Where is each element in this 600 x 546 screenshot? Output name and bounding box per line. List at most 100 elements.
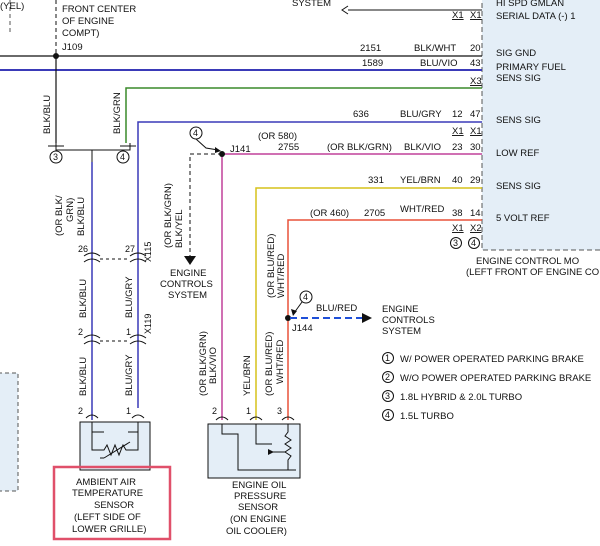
- blu-red-label: BLU/RED: [316, 303, 357, 314]
- low-ref-label: LOW REF: [496, 148, 539, 159]
- or-blk-grn-blk-vio-1: (OR BLK/GRN): [198, 331, 209, 396]
- front-center-1: FRONT CENTER: [62, 4, 136, 15]
- blk-blu-top-label: BLK/BLU: [42, 95, 53, 134]
- x1-tag-top-a: X1: [452, 10, 464, 21]
- legend-text-3: 1.8L HYBRID & 2.0L TURBO: [400, 392, 522, 403]
- pin-14: 14: [470, 208, 481, 219]
- sens-sig-636-label: SENS SIG: [496, 115, 541, 126]
- aat-name-3: SENSOR: [94, 500, 134, 511]
- legend-num-1: 1: [385, 353, 390, 363]
- pin-1c: 1: [246, 406, 251, 416]
- circ-4-j141: 4: [193, 128, 198, 138]
- pin-43: 43: [470, 58, 481, 69]
- front-center-2: OF ENGINE: [62, 16, 114, 27]
- hi-spd-label: HI SPD GMLAN: [496, 0, 564, 9]
- pin-2c: 2: [212, 406, 217, 416]
- pin-26: 26: [78, 244, 88, 254]
- pin-40: 40: [452, 175, 463, 186]
- color-blk-wht: BLK/WHT: [414, 43, 456, 54]
- or-blu-red-wht-red-a-2: WHT/RED: [276, 254, 287, 298]
- ecs-right-2: CONTROLS: [382, 315, 435, 326]
- sig-gnd-label: SIG GND: [496, 48, 536, 59]
- pin-38: 38: [452, 208, 463, 219]
- circuit-331: 331: [368, 175, 384, 186]
- x1-tag-636-a: X1: [452, 126, 464, 137]
- x119-tag: X119: [143, 314, 153, 334]
- pin-23: 23: [452, 142, 463, 153]
- sens-sig-331-label: SENS SIG: [496, 181, 541, 192]
- j141-label: J141: [230, 144, 251, 155]
- alt-460: (OR 460): [310, 208, 349, 219]
- color-blk-vio: BLK/VIO: [404, 142, 441, 153]
- sens-sig-2-label: SENS SIG: [496, 73, 541, 84]
- left-partial-box: [0, 372, 19, 492]
- ecs-right-3: SYSTEM: [382, 326, 421, 337]
- yel-brn-vertical-label: YEL/BRN: [242, 355, 253, 396]
- 5-volt-ref-label: 5 VOLT REF: [496, 213, 550, 224]
- ambient-air-highlight: [52, 465, 172, 541]
- x2-tag-bottom: X2: [470, 223, 482, 234]
- or-blk-grn-blk-blu-1: (OR BLK/: [54, 195, 65, 236]
- pin-27: 27: [125, 244, 135, 254]
- or-blk-grn-blk-blu-3: BLK/BLU: [76, 197, 87, 236]
- blu-gry-low-label: BLU/GRY: [124, 354, 135, 396]
- or-blk-grn-blk-yel-1: (OR BLK/GRN): [163, 183, 174, 248]
- legend-num-3: 3: [385, 391, 390, 401]
- circ-4-j144: 4: [303, 292, 308, 302]
- pin-1a: 1: [126, 327, 131, 337]
- ecs-left-3: SYSTEM: [168, 290, 207, 301]
- oil-pressure-sensor-box: [207, 423, 301, 479]
- aat-name-4: (LEFT SIDE OF: [74, 512, 141, 523]
- x115-tag: X115: [143, 242, 153, 262]
- ecm-circ-4: 4: [471, 238, 476, 248]
- pin-12: 12: [452, 109, 463, 120]
- blk-blu-mid-label: BLK/BLU: [78, 279, 89, 318]
- legend-num-2: 2: [385, 372, 390, 382]
- circuit-2151: 2151: [360, 43, 381, 54]
- legend-text-4: 1.5L TURBO: [400, 411, 454, 422]
- circuit-1589: 1589: [362, 58, 383, 69]
- x3-tag: X3: [470, 76, 482, 87]
- legend-text-2: W/O POWER OPERATED PARKING BRAKE: [400, 373, 591, 384]
- eop-name-3: SENSOR: [238, 502, 278, 513]
- pin-47: 47: [470, 109, 481, 120]
- color-blu-vio: BLU/VIO: [420, 58, 458, 69]
- j109-label: J109: [62, 42, 83, 53]
- blk-grn-top-label: BLK/GRN: [112, 92, 123, 134]
- eop-name-4: (ON ENGINE: [230, 514, 286, 525]
- aat-name-2: TEMPERATURE: [72, 488, 143, 499]
- or-blk-grn-blk-blu-2: GRN): [65, 198, 76, 222]
- front-center-3: COMPT): [62, 28, 99, 39]
- aat-name-5: LOWER GRILLE): [72, 524, 146, 535]
- legend: 1 W/ POWER OPERATED PARKING BRAKE 2 W/O …: [382, 352, 591, 422]
- or-blu-red-wht-red-b-1: (OR BLU/RED): [264, 332, 275, 396]
- circ-4-left: 4: [120, 152, 125, 162]
- ecm-location: (LEFT FRONT OF ENGINE CO: [466, 267, 599, 278]
- color-wht-red: WHT/RED: [400, 204, 444, 215]
- or-blu-red-wht-red-b-2: WHT/RED: [275, 340, 286, 384]
- circuit-2705: 2705: [364, 208, 385, 219]
- ecm-circ-3: 3: [453, 238, 458, 248]
- color-yel-brn: YEL/BRN: [400, 175, 441, 186]
- pin-29: 29: [470, 175, 481, 186]
- alt-blk-grn: (OR BLK/GRN): [327, 142, 392, 153]
- pin-3c: 3: [277, 406, 282, 416]
- j144-label: J144: [292, 323, 313, 334]
- or-blk-grn-blk-vio-2: BLK/VIO: [208, 347, 219, 384]
- ecm-body: [481, 0, 600, 251]
- circuit-2755: 2755: [278, 142, 299, 153]
- pin-2a: 2: [78, 327, 83, 337]
- primary-fuel-label: PRIMARY FUEL: [496, 62, 566, 73]
- or-blu-red-wht-red-a-1: (OR BLU/RED): [266, 234, 277, 298]
- eop-name-1: ENGINE OIL: [232, 480, 286, 491]
- system-top-label: SYSTEM: [292, 0, 331, 9]
- pin-1b: 1: [126, 406, 131, 416]
- circ-3-left: 3: [53, 152, 58, 162]
- ecs-right-1: ENGINE: [382, 304, 418, 315]
- aat-name-1: AMBIENT AIR: [76, 477, 136, 488]
- x1-tag-top-b: X1: [470, 10, 482, 21]
- pin-30: 30: [470, 142, 481, 153]
- circuit-636: 636: [353, 109, 369, 120]
- legend-text-1: W/ POWER OPERATED PARKING BRAKE: [400, 354, 584, 365]
